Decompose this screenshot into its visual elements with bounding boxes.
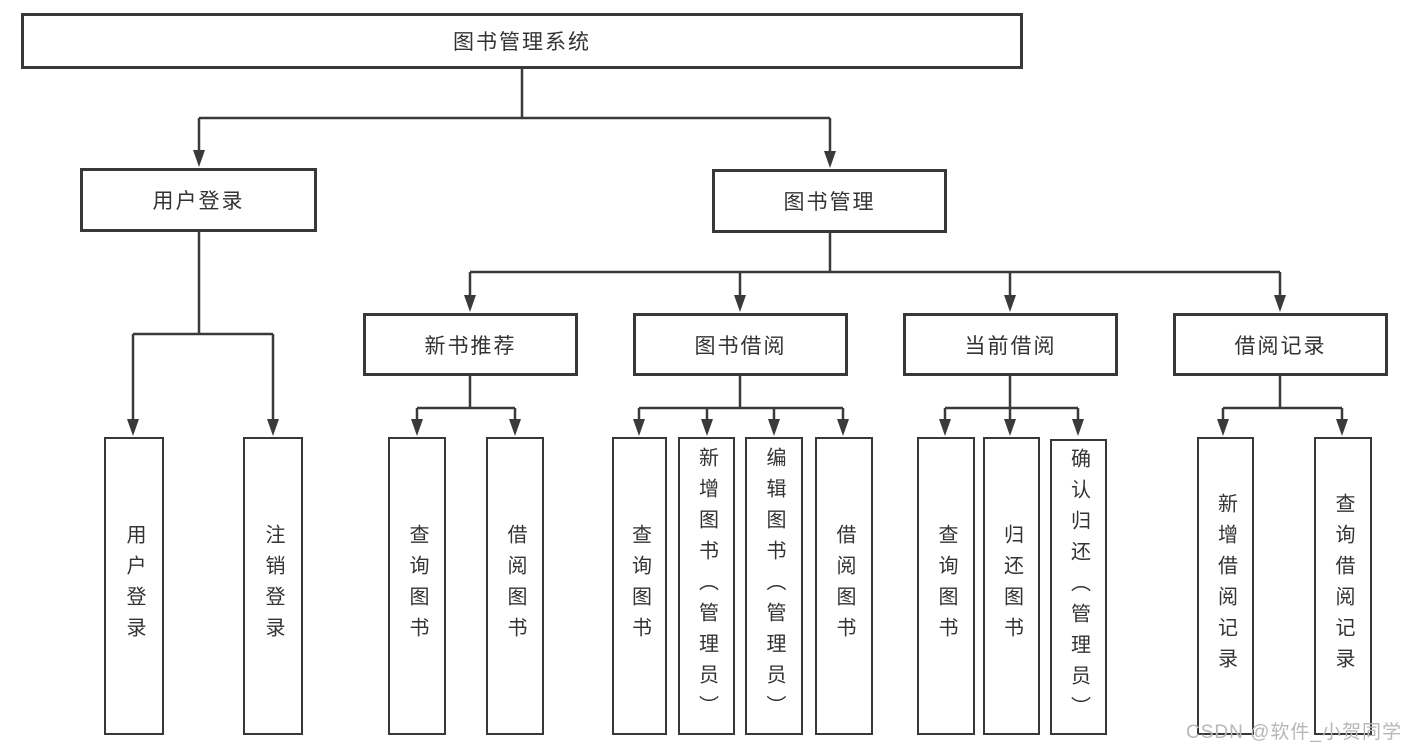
node-label: 新增图书（管理员） <box>695 446 718 726</box>
node-new-book-recommend: 新书推荐 <box>363 313 578 376</box>
node-label: 当前借阅 <box>964 334 1057 358</box>
leaf-add-borrow-record: 新增借阅记录 <box>1197 437 1254 735</box>
leaf-borrow-books: 借阅图书 <box>815 437 873 735</box>
node-label: 新增借阅记录 <box>1214 493 1237 679</box>
node-label: 注销登录 <box>262 524 284 648</box>
leaf-add-books-admin: 新增图书（管理员） <box>678 437 735 735</box>
csdn-watermark: CSDN @软件_小贺同学 <box>1186 722 1402 743</box>
node-book-management-system: 图书管理系统 <box>21 13 1023 69</box>
node-label: 查询借阅记录 <box>1332 493 1354 679</box>
node-label: 查询图书 <box>406 524 428 648</box>
node-label: 查询图书 <box>935 524 957 648</box>
node-label: 新书推荐 <box>424 334 517 358</box>
leaf-edit-books-admin: 编辑图书（管理员） <box>745 437 803 735</box>
node-label: 借阅图书 <box>833 524 855 648</box>
node-user-login: 用户登录 <box>80 168 317 232</box>
node-label: 图书管理 <box>783 191 876 214</box>
node-label: 归还图书 <box>1000 524 1023 648</box>
leaf-query-books-borrow: 查询图书 <box>612 437 667 735</box>
leaf-return-books: 归还图书 <box>983 437 1040 735</box>
node-book-management: 图书管理 <box>712 169 947 233</box>
leaf-query-books-recommend: 查询图书 <box>388 437 446 735</box>
node-label: 借阅记录 <box>1234 334 1327 358</box>
leaf-confirm-return-admin: 确认归还（管理员） <box>1050 439 1107 735</box>
leaf-query-books-current: 查询图书 <box>917 437 975 735</box>
node-label: 用户登录 <box>123 524 145 648</box>
node-borrow-records: 借阅记录 <box>1173 313 1388 376</box>
leaf-query-borrow-record: 查询借阅记录 <box>1314 437 1372 735</box>
node-label: 确认归还（管理员） <box>1067 447 1090 727</box>
node-current-borrow: 当前借阅 <box>903 313 1118 376</box>
node-label: 编辑图书（管理员） <box>763 446 785 726</box>
leaf-logout-login: 注销登录 <box>243 437 303 735</box>
node-book-borrow: 图书借阅 <box>633 313 848 376</box>
node-label: 用户登录 <box>152 190 245 213</box>
node-label: 查询图书 <box>628 524 651 648</box>
leaf-borrow-books-recommend: 借阅图书 <box>486 437 544 735</box>
node-label: 图书借阅 <box>694 334 787 358</box>
node-label: 图书管理系统 <box>453 31 591 54</box>
node-label: 借阅图书 <box>504 524 526 648</box>
leaf-user-login: 用户登录 <box>104 437 164 735</box>
